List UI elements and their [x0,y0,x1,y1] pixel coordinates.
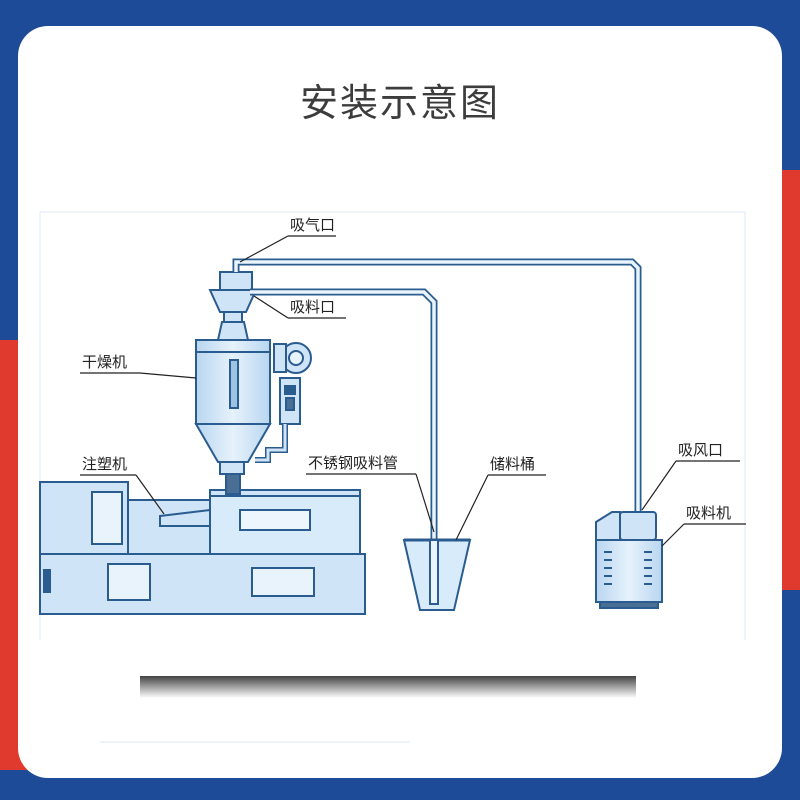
dryer [194,271,312,495]
page-title: 安装示意图 [299,81,500,125]
label-fan-port: 吸风口 [678,441,723,459]
loader-machine [595,511,663,609]
label-injection-machine: 注塑机 [82,455,127,473]
label-steel-pipe: 不锈钢吸料管 [308,454,398,472]
floor-shadow [140,676,636,698]
injection-machine [39,481,366,615]
storage-bucket [402,538,472,611]
suction-pipes [232,258,642,570]
label-storage-bucket: 储料桶 [490,455,535,473]
label-loader: 吸料机 [686,504,731,522]
content-card [18,26,782,778]
leader-lines [80,235,746,547]
label-air-inlet: 吸气口 [290,216,335,234]
label-dryer: 干燥机 [82,353,127,371]
label-material-inlet: 吸料口 [290,298,335,316]
